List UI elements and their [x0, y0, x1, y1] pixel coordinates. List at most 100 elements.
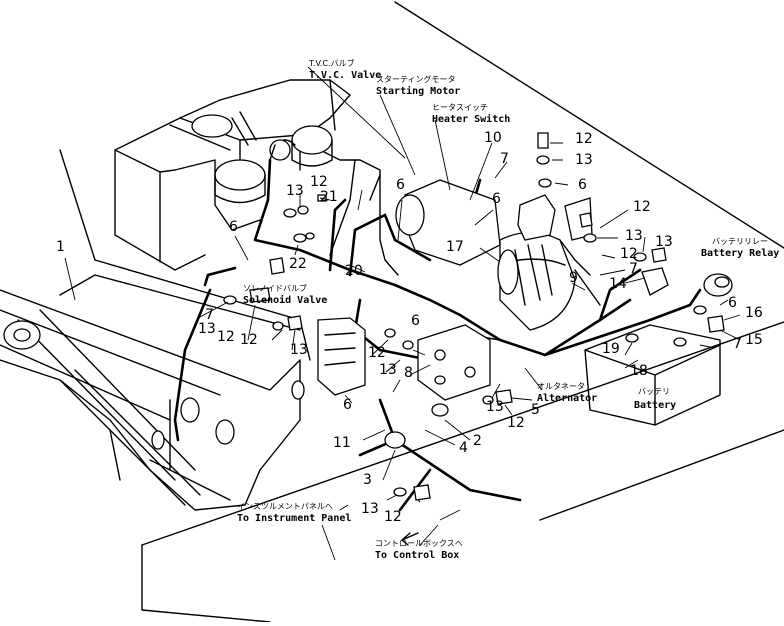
instrument-panel-label-jp: インスツルメントパネルへ — [237, 502, 333, 511]
filler-cap — [191, 114, 233, 138]
callout-13f: 13 — [290, 342, 308, 358]
alternator-label: Alternator — [537, 393, 598, 404]
callout-8: 8 — [404, 365, 413, 381]
callout-17: 17 — [446, 239, 464, 255]
callout-12a: 12 — [575, 131, 593, 147]
callout-13i: 13 — [361, 501, 379, 517]
instrument-panel-label: To Instrument Panel — [237, 513, 352, 524]
callout-7a: 7 — [500, 151, 509, 167]
tvc-valve-label-jp: T.V.C.バルブ — [309, 59, 355, 68]
battery-relay-cap — [714, 276, 730, 288]
arrow-control-box — [401, 532, 419, 546]
harness-battery — [543, 268, 702, 357]
solenoid-detail — [324, 332, 356, 366]
alternator-fins — [507, 244, 566, 306]
callout-6a: 6 — [396, 177, 405, 193]
battery-label-jp: バッテリ — [638, 387, 670, 396]
callout-13e: 13 — [198, 321, 216, 337]
callout-12b: 12 — [310, 174, 328, 190]
callout-6g: 6 — [728, 295, 737, 311]
battery-relay-label-jp: バッテリリレー — [712, 237, 768, 246]
callout-4: 4 — [459, 440, 468, 456]
callout-6f: 6 — [343, 397, 352, 413]
alternator — [499, 231, 576, 331]
plate-hole-a — [434, 349, 446, 361]
starting-motor-label: Starting Motor — [376, 86, 461, 97]
motor-end — [395, 194, 425, 236]
callout-7b: 7 — [629, 261, 638, 277]
callout-6b: 6 — [492, 191, 501, 207]
callout-13g: 13 — [379, 362, 397, 378]
alternator-pulley — [497, 249, 519, 295]
callout-2: 2 — [473, 433, 482, 449]
callout-15: 15 — [745, 332, 763, 348]
callout-9: 9 — [569, 270, 578, 286]
filler-neck — [231, 111, 257, 146]
hydraulic-cylinder — [17, 309, 201, 506]
fasteners — [223, 132, 725, 501]
lift-arm — [0, 289, 301, 511]
plate-hole-b — [464, 366, 476, 378]
callout-12g: 12 — [368, 345, 386, 361]
relay-plate — [417, 324, 491, 401]
pin-bottom — [151, 430, 165, 450]
callout-16: 16 — [745, 305, 763, 321]
callout-12f: 12 — [240, 332, 258, 348]
cylinder-eye-inner — [13, 328, 31, 342]
pin-left — [180, 397, 200, 423]
battery-box — [584, 324, 721, 426]
callout-1: 1 — [56, 239, 65, 255]
callout-19: 19 — [602, 341, 620, 357]
callout-12d: 12 — [620, 246, 638, 262]
battery-relay-label: Battery Relay — [701, 248, 780, 259]
callout-13b: 13 — [286, 183, 304, 199]
harness-engine — [328, 178, 482, 362]
callout-6d: 6 — [229, 219, 238, 235]
engine-top — [169, 79, 336, 171]
callout-10: 10 — [484, 130, 502, 146]
filter-left — [214, 159, 266, 191]
callout-12c: 12 — [633, 199, 651, 215]
control-box-label-jp: コントロールボックスへ — [375, 539, 463, 548]
alternator-label-jp: オルタネータ — [537, 382, 585, 391]
leader-lines — [64, 66, 741, 561]
wire-thin — [269, 144, 601, 341]
callout-13d: 13 — [655, 234, 673, 250]
callout-21: 21 — [320, 189, 338, 205]
heater-switch — [517, 194, 556, 241]
control-box-label: To Control Box — [375, 550, 460, 561]
deck-outline — [59, 1, 784, 623]
filter-right — [291, 125, 333, 155]
callout-11: 11 — [333, 435, 351, 451]
pin-right — [291, 380, 305, 400]
battery-terminal-a — [625, 333, 639, 343]
callout-6c: 6 — [578, 177, 587, 193]
solenoid-valve-label-jp: ソレノイドバルブ — [243, 284, 307, 293]
engine-block — [114, 79, 381, 271]
relay-bracket — [641, 267, 669, 296]
battery-terminal-b — [673, 337, 687, 347]
callout-7c: 7 — [205, 307, 214, 323]
callout-12h: 12 — [507, 415, 525, 431]
callout-3: 3 — [363, 472, 372, 488]
heater-switch-label: Heater Switch — [432, 114, 511, 125]
callout-13h: 13 — [486, 399, 504, 415]
callout-18: 18 — [630, 363, 648, 379]
harness-main — [173, 158, 632, 442]
solenoid-valve-label: Solenoid Valve — [243, 295, 328, 306]
callout-14: 14 — [609, 276, 627, 292]
callout-22: 22 — [289, 256, 307, 272]
callout-12i: 12 — [384, 509, 402, 525]
tvc-valve-label: T.V.C. Valve — [309, 70, 382, 81]
solenoid-valve — [317, 317, 366, 396]
starting-motor-label-jp: スターティングモータ — [376, 75, 456, 84]
heater-switch-label-jp: ヒータスイッチ — [432, 103, 488, 112]
callout-20: 20 — [345, 263, 363, 279]
callout-13a: 13 — [575, 152, 593, 168]
callout-7d: 7 — [733, 336, 742, 352]
callout-13c: 13 — [625, 228, 643, 244]
callout-6e: 6 — [411, 313, 420, 329]
battery-label: Battery — [634, 400, 677, 411]
